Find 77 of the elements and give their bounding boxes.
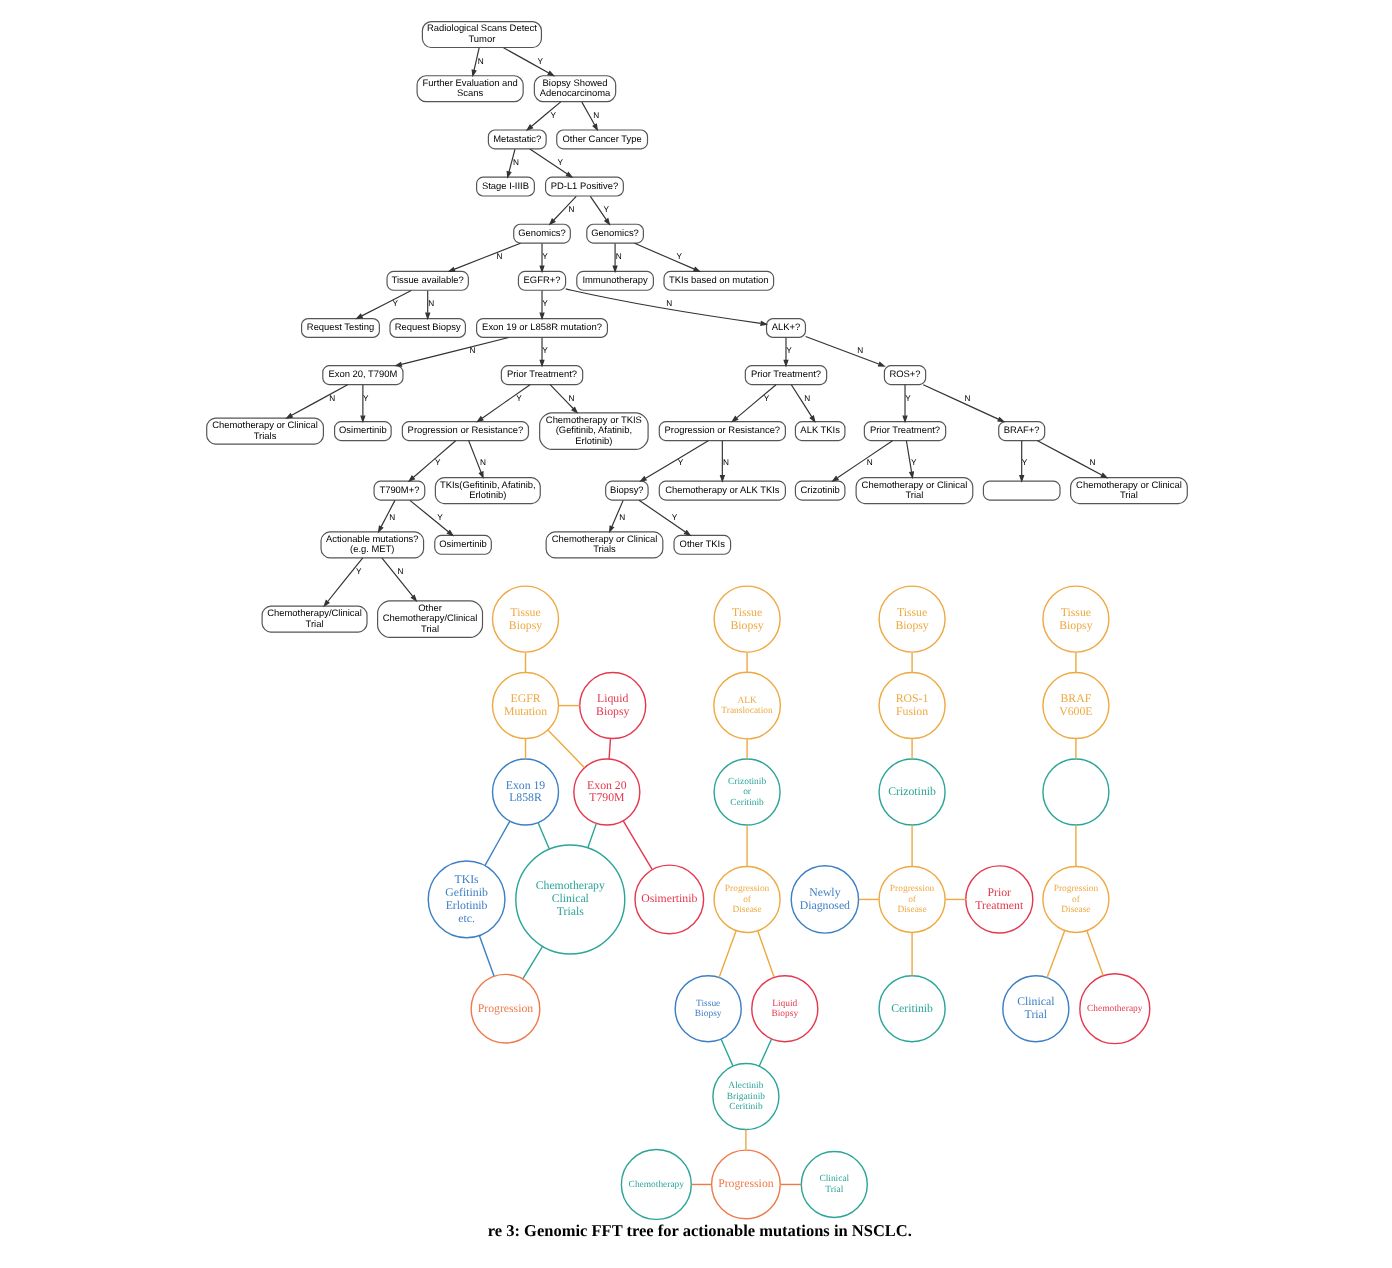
arrow bbox=[354, 289, 411, 320]
connector bbox=[756, 930, 774, 978]
arrow bbox=[406, 440, 456, 483]
arrow bbox=[547, 195, 576, 226]
connector bbox=[910, 824, 912, 868]
arrow bbox=[901, 384, 907, 424]
connector bbox=[523, 651, 526, 674]
connector bbox=[1074, 738, 1076, 760]
arrow bbox=[538, 290, 544, 321]
connector bbox=[857, 898, 879, 901]
connector bbox=[536, 822, 550, 850]
arrow bbox=[548, 384, 578, 414]
arrow bbox=[611, 242, 617, 274]
connector bbox=[523, 738, 526, 760]
connector bbox=[757, 1038, 772, 1067]
connector bbox=[745, 824, 747, 868]
connector bbox=[556, 704, 580, 707]
arrow bbox=[538, 242, 544, 274]
connector bbox=[586, 822, 596, 849]
node-box bbox=[981, 480, 1060, 501]
arrow bbox=[322, 557, 363, 608]
arrow bbox=[446, 242, 521, 272]
arrow bbox=[580, 101, 598, 132]
connector bbox=[621, 820, 652, 871]
caption: re 3: Genomic FFT tree for actionable mutations in NSCLC. bbox=[486, 1222, 911, 1241]
arrow bbox=[782, 337, 788, 368]
connector bbox=[717, 930, 736, 979]
arrow bbox=[730, 384, 776, 423]
arrow bbox=[830, 440, 893, 482]
arrow bbox=[467, 440, 483, 480]
arrow bbox=[789, 384, 815, 423]
connector bbox=[719, 1038, 733, 1067]
connector bbox=[910, 932, 912, 977]
arrow bbox=[475, 384, 530, 423]
connector bbox=[910, 651, 912, 674]
arrow bbox=[376, 499, 395, 534]
arrow bbox=[524, 101, 561, 132]
arrow bbox=[904, 440, 914, 480]
arrow bbox=[538, 337, 544, 368]
arrow bbox=[1035, 440, 1108, 479]
connector bbox=[521, 945, 543, 980]
arrow bbox=[637, 499, 691, 537]
connector bbox=[779, 1183, 801, 1186]
connector bbox=[1074, 651, 1076, 674]
arrow bbox=[501, 47, 555, 77]
arrow bbox=[718, 440, 725, 483]
arrow bbox=[633, 242, 700, 272]
arrow bbox=[284, 384, 348, 419]
arrow bbox=[804, 335, 885, 367]
connector bbox=[1085, 930, 1103, 977]
arrow bbox=[359, 384, 365, 424]
arrow bbox=[408, 499, 454, 537]
connector bbox=[744, 1128, 746, 1151]
arrow bbox=[470, 47, 479, 78]
arrow bbox=[528, 148, 573, 178]
connector bbox=[943, 898, 966, 901]
connector bbox=[1074, 824, 1076, 868]
arrow bbox=[588, 195, 610, 226]
arrow bbox=[505, 148, 515, 179]
connector bbox=[483, 820, 510, 867]
connector bbox=[546, 729, 584, 769]
arrow bbox=[608, 499, 623, 534]
node-circle bbox=[1041, 758, 1109, 826]
arrow bbox=[921, 384, 1005, 423]
connector bbox=[607, 737, 611, 760]
arrow bbox=[424, 290, 430, 321]
arrow bbox=[393, 336, 509, 367]
connector bbox=[477, 934, 494, 977]
arrow bbox=[638, 440, 708, 483]
arrow bbox=[564, 288, 768, 326]
connector bbox=[1045, 930, 1065, 979]
connector bbox=[745, 651, 747, 673]
connector bbox=[745, 738, 747, 760]
connector bbox=[689, 1183, 712, 1186]
arrow bbox=[1018, 440, 1024, 483]
arrow bbox=[380, 557, 417, 603]
connector bbox=[910, 738, 912, 760]
